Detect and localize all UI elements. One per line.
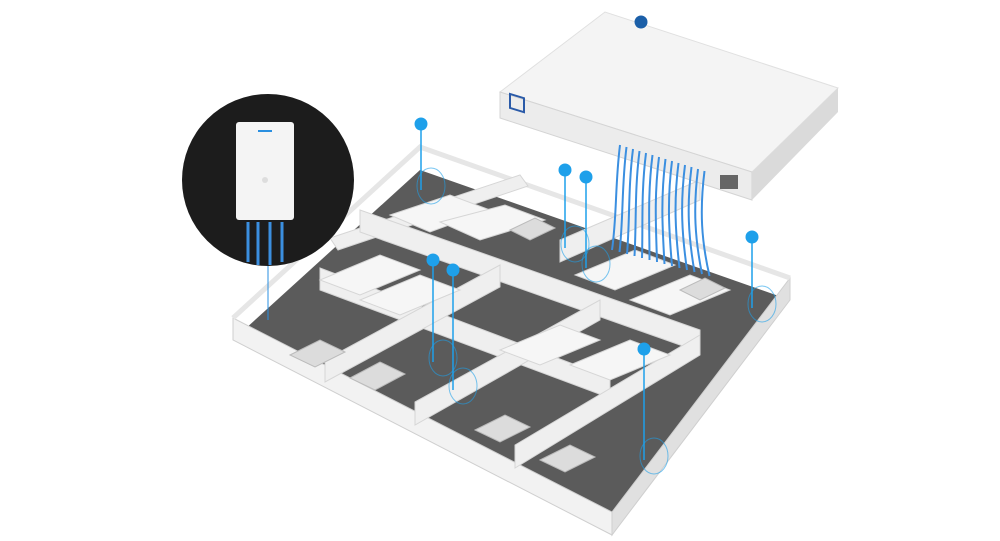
access-point-logo bbox=[262, 177, 268, 183]
ethernet-cable bbox=[641, 152, 647, 259]
inset-cables bbox=[246, 222, 284, 265]
wifi-coverage-arc bbox=[581, 245, 611, 283]
ethernet-cable bbox=[667, 160, 673, 267]
beds bbox=[288, 217, 727, 473]
network-switch-icon bbox=[498, 11, 839, 201]
location-pin-icon bbox=[634, 15, 648, 29]
ethernet-cable bbox=[700, 170, 711, 277]
switch-side bbox=[752, 88, 838, 200]
location-pin-icon bbox=[446, 263, 460, 277]
access-point-markers bbox=[414, 15, 777, 475]
ethernet-cable bbox=[687, 166, 696, 273]
location-pin-icon bbox=[745, 230, 759, 244]
ethernet-cable bbox=[626, 148, 634, 255]
location-pin-icon bbox=[414, 117, 428, 131]
wifi-coverage-arc bbox=[639, 437, 669, 475]
wall-access-point-icon bbox=[236, 122, 294, 220]
wifi-coverage-arc bbox=[560, 225, 590, 263]
outer-wall-right bbox=[611, 276, 791, 537]
wifi-coverage-arc bbox=[448, 367, 478, 405]
ethernet-cable bbox=[618, 146, 628, 253]
ethernet-cable bbox=[633, 150, 641, 257]
ethernet-cable bbox=[648, 154, 654, 261]
location-pin-icon bbox=[637, 342, 651, 356]
ethernet-cable bbox=[654, 156, 660, 263]
location-pin-icon bbox=[558, 163, 572, 177]
switch-logo-badge bbox=[509, 92, 525, 114]
location-pin-icon bbox=[426, 253, 440, 267]
wifi-coverage-arc bbox=[416, 167, 446, 205]
ethernet-cable bbox=[661, 158, 667, 265]
access-point-inset bbox=[182, 94, 354, 320]
ethernet-cable bbox=[674, 162, 681, 269]
sfp-ports bbox=[720, 175, 738, 189]
wifi-coverage-arc bbox=[747, 285, 777, 323]
wifi-coverage-arc bbox=[428, 339, 458, 377]
interior-walls bbox=[318, 174, 732, 469]
ethernet-cable bbox=[694, 168, 703, 275]
access-point-led bbox=[258, 130, 272, 132]
location-pin-icon bbox=[579, 170, 593, 184]
ethernet-cable bbox=[611, 144, 621, 251]
ethernet-cables bbox=[611, 144, 711, 277]
building-floorplan bbox=[231, 144, 791, 537]
ethernet-cable bbox=[681, 164, 688, 271]
